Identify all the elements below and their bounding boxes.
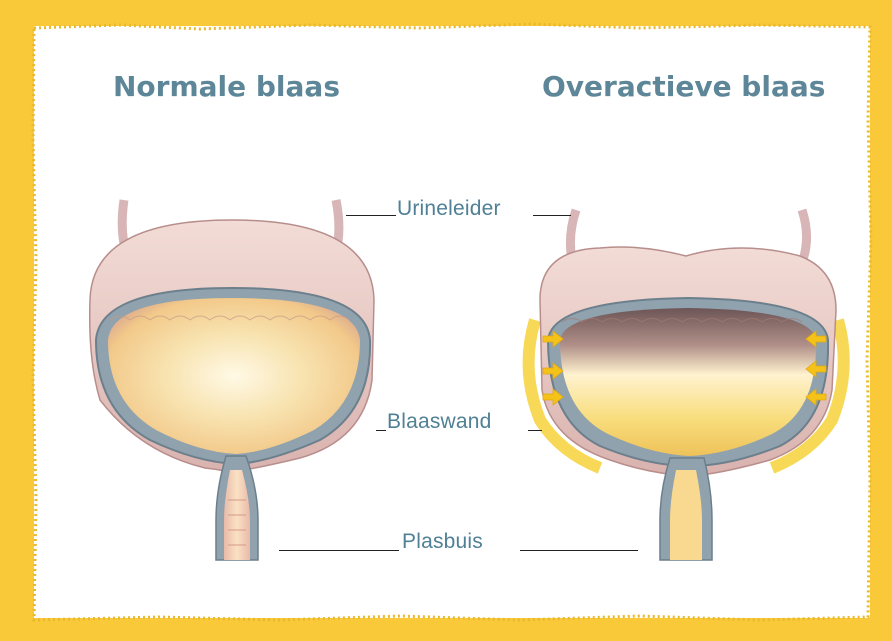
ureter-line-right — [533, 215, 571, 216]
overactive-bladder — [529, 210, 844, 560]
label-urethra: Plasbuis — [402, 530, 483, 554]
urethra-line-right — [520, 550, 638, 551]
wall-line-left — [376, 430, 386, 431]
label-bladder-wall: Blaaswand — [387, 410, 492, 434]
wall-line-right — [528, 430, 542, 431]
ureter-line-left — [346, 215, 396, 216]
urethra-line-left — [279, 550, 399, 551]
label-ureter: Urineleider — [397, 197, 501, 221]
normal-bladder — [90, 200, 374, 560]
